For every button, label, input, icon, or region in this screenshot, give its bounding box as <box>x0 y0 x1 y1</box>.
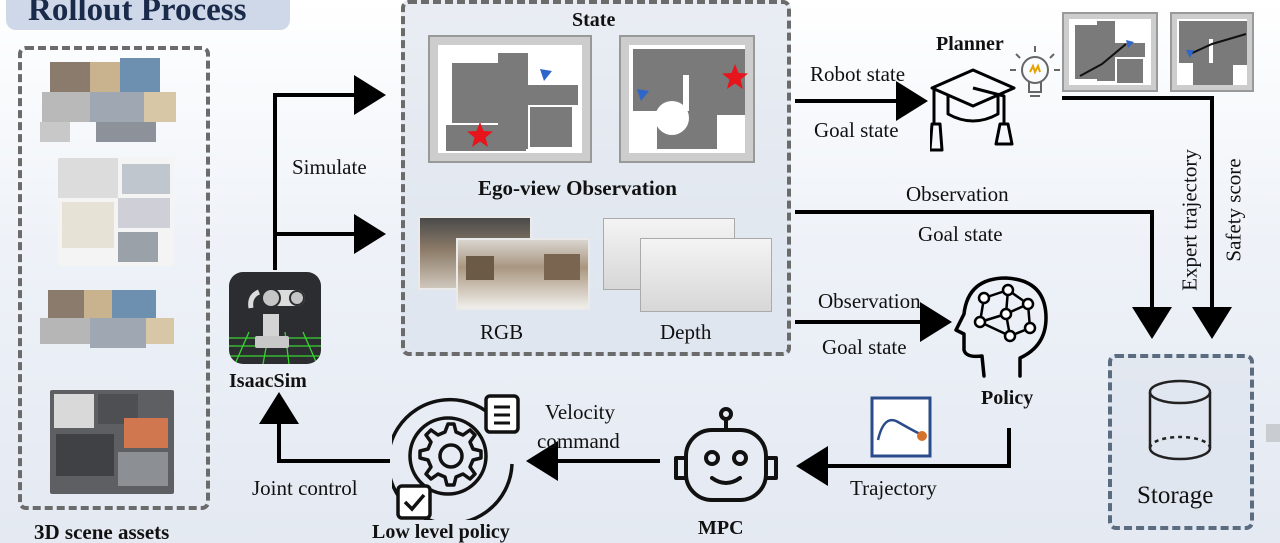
checkbox-icon <box>396 484 432 520</box>
depth-label: Depth <box>660 320 712 344</box>
gear-icon <box>392 397 514 520</box>
goal-star-icon <box>722 64 748 89</box>
trajectory-plot-icon <box>870 396 932 458</box>
cylinder-icon <box>1148 379 1212 461</box>
policy-label: Policy <box>981 387 1034 409</box>
brain-head-icon <box>954 276 1048 378</box>
rgb-image-front <box>456 238 590 310</box>
velocity-label-line2: command <box>537 429 620 453</box>
planner-label: Planner <box>936 33 1004 55</box>
mpc-label: MPC <box>698 517 744 539</box>
joint-control-label: Joint control <box>252 476 358 500</box>
state-map-1 <box>428 35 592 163</box>
scene-asset-4 <box>50 390 174 494</box>
robot-arm-icon <box>229 288 321 364</box>
scene-assets-label: 3D scene assets <box>34 520 170 543</box>
scene-asset-2 <box>58 158 174 266</box>
storage-box <box>1108 354 1254 530</box>
scene-asset-3 <box>36 290 176 356</box>
rgb-label: RGB <box>480 320 524 344</box>
trajectory-arrow <box>796 428 1011 486</box>
robot-marker-icon <box>540 69 552 81</box>
low-level-policy-label: Low level policy <box>372 521 510 543</box>
graduation-cap-icon <box>930 68 1016 152</box>
ego-view-title: Ego-view Observation <box>478 176 677 200</box>
diagram-title: Rollout Process <box>28 0 247 28</box>
depth-image-front <box>640 238 772 312</box>
simulate-label: Simulate <box>292 155 367 179</box>
planner-to-storage-arrow <box>1062 96 1232 339</box>
isaacsim-logo <box>229 272 321 364</box>
lightbulb-icon <box>1010 46 1060 97</box>
safety-score-label: Safety score <box>1221 158 1246 262</box>
observation-to-storage-arrow <box>795 210 1172 339</box>
robot-face-icon <box>674 407 778 502</box>
goal-star-icon <box>467 122 493 147</box>
robot-state-label: Robot state <box>810 62 906 86</box>
state-title: State <box>572 9 616 31</box>
list-icon <box>484 394 520 434</box>
expert-trajectory-label: Expert trajectory <box>1177 149 1202 291</box>
title-background <box>6 0 290 30</box>
expert-path-map-1 <box>1062 12 1158 92</box>
observation-policy-label: Observation <box>818 289 921 313</box>
trajectory-label: Trajectory <box>850 476 937 500</box>
state-map-2 <box>619 35 755 163</box>
goal-state-planner-label: Goal state <box>814 118 899 142</box>
simulate-arrow-upper <box>273 75 386 270</box>
edge-tab <box>1266 424 1280 442</box>
joint-control-arrow <box>259 392 390 463</box>
expert-path-map-2 <box>1170 12 1254 92</box>
robot-marker-icon <box>637 89 649 101</box>
isaacsim-label: IsaacSim <box>229 370 307 392</box>
velocity-label-line1: Velocity <box>545 400 615 424</box>
storage-label: Storage <box>1137 482 1214 509</box>
scene-assets-box <box>18 46 210 510</box>
observation-storage-label: Observation <box>906 182 1009 206</box>
goal-state-storage-label: Goal state <box>918 222 1003 246</box>
scene-asset-1 <box>36 58 180 146</box>
goal-state-policy-label: Goal state <box>822 335 907 359</box>
